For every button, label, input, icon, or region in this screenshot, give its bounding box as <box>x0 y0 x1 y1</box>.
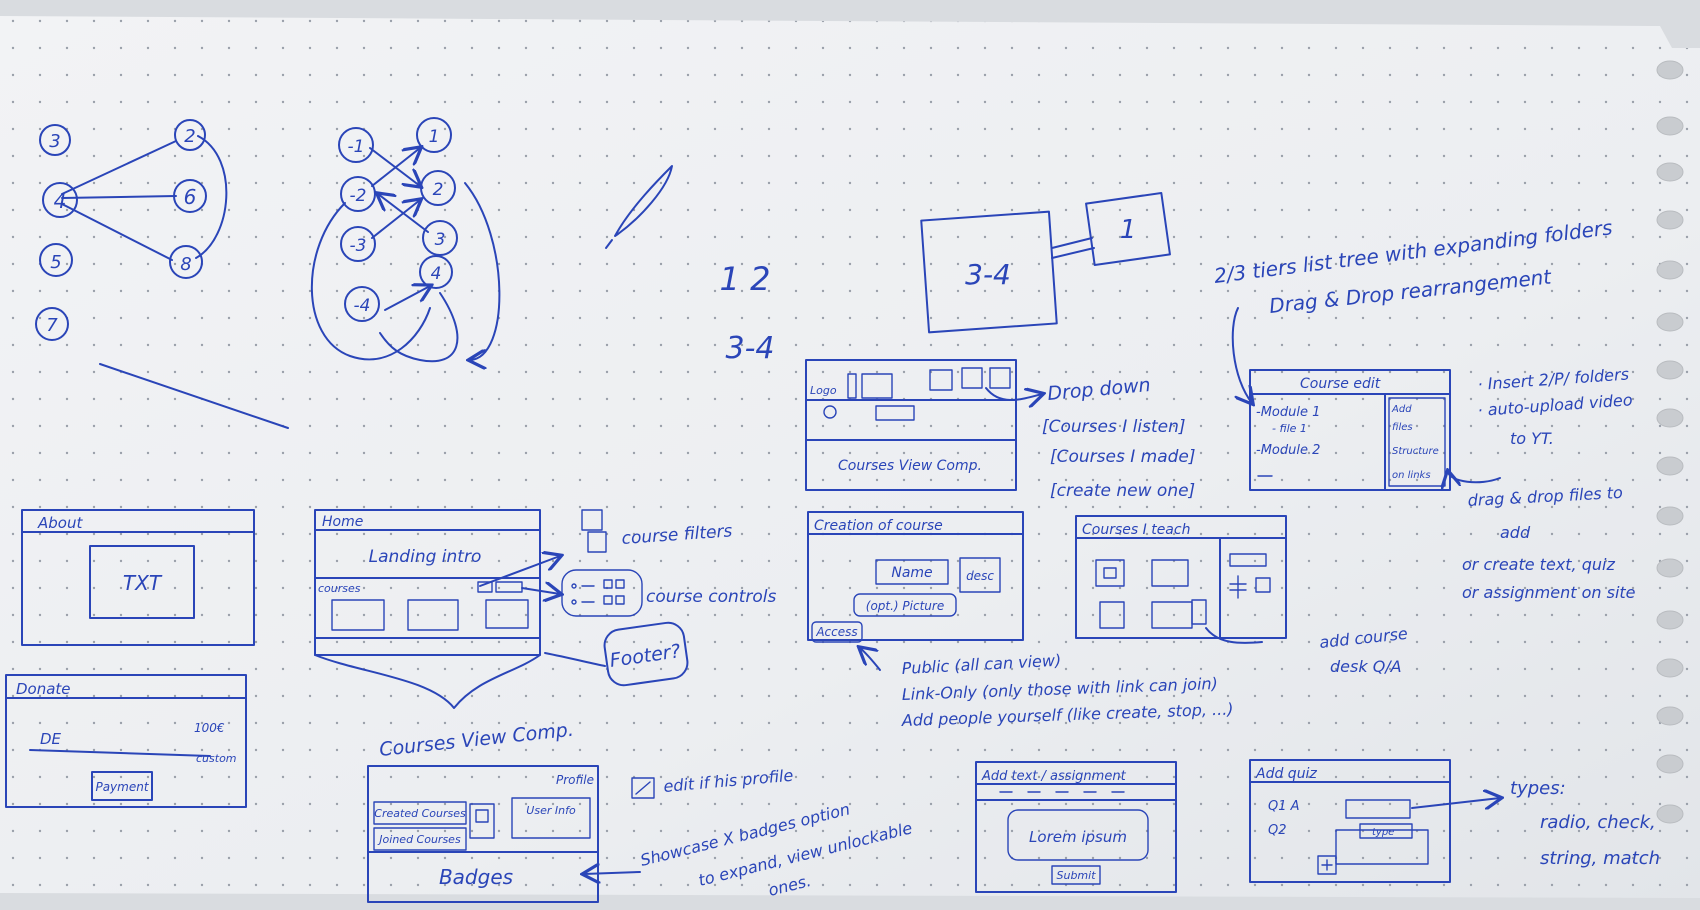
quiz-type-field: type <box>1372 827 1394 838</box>
courses-view-main-label: Courses View Comp. <box>838 458 982 474</box>
graph-a-node: 8 <box>180 254 191 275</box>
profile-user-info: User Info <box>526 804 576 817</box>
drag-note-line-3: or create text, quiz <box>1462 555 1615 574</box>
home-courses-label: courses <box>318 582 361 595</box>
graph-b-node: 1 <box>429 127 440 147</box>
creation-name-field: Name <box>891 565 932 581</box>
layout-top-label: 1 2 <box>720 260 771 298</box>
graph-a-node: 6 <box>184 185 197 209</box>
graph-b-node: 2 <box>433 180 444 200</box>
donate-wireframe: Donate DE 100€ custom Payment <box>5 674 247 808</box>
profile-title: Profile <box>556 773 594 787</box>
creation-access-field: Access <box>815 625 857 639</box>
add-text-wireframe: Add text / assignment Lorem ipsum Submit <box>975 761 1177 893</box>
about-wireframe: About TXT <box>21 509 255 646</box>
side-panel-text: files <box>1392 422 1413 433</box>
dropdown-option: [create new one] <box>1050 481 1195 501</box>
logo-label: Logo <box>810 384 837 397</box>
graph-b-node: -4 <box>354 296 371 316</box>
donate-payment-button: Payment <box>95 780 149 794</box>
layout-bottom-label: 3-4 <box>726 331 775 366</box>
grid-layout-sketch: 1 2 3-4 <box>720 260 775 366</box>
insert-note-line-3: to YT. <box>1510 429 1554 448</box>
home-title: Home <box>322 514 363 530</box>
creation-picture-field: (opt.) Picture <box>866 599 944 613</box>
add-quiz-title: Add quiz <box>1255 766 1317 782</box>
graph-a-node: 4 <box>54 189 67 213</box>
dropdown-notes: Drop down [Courses I listen] [Courses I … <box>1042 374 1196 501</box>
about-title: About <box>37 514 83 532</box>
quiz-types-line-2: string, match <box>1540 848 1660 869</box>
graph-a: 3 2 4 6 5 8 7 <box>35 119 289 429</box>
quiz-q2: Q2 <box>1268 823 1287 838</box>
donate-custom: custom <box>196 752 237 765</box>
drag-note-line-2: add <box>1500 523 1531 542</box>
courses-view-wireframe: Logo Courses View Comp. <box>805 359 1042 491</box>
course-edit-wireframe: Course edit -Module 1 - file 1 -Module 2… <box>1249 369 1451 491</box>
block-big-label: 3-4 <box>965 258 1011 291</box>
side-panel-text: Structure <box>1392 446 1439 457</box>
add-text-body: Lorem ipsum <box>1029 828 1127 846</box>
add-quiz-wireframe: Add quiz Q1 A Q2 type types: radio, chec… <box>1249 759 1660 883</box>
profile-created-courses: Created Courses <box>374 807 466 820</box>
add-text-submit: Submit <box>1056 869 1096 882</box>
dropdown-option: [Courses I made] <box>1050 447 1196 467</box>
creation-title: Creation of course <box>814 518 943 534</box>
donate-amount: 100€ <box>194 721 225 735</box>
desk-qa-note: desk Q/A <box>1330 657 1402 676</box>
graph-b-node: -1 <box>348 137 365 157</box>
home-wireframe: Home Landing intro courses <box>314 509 606 709</box>
side-panel-text: Add <box>1391 404 1412 415</box>
tree-file-1: - file 1 <box>1272 422 1307 435</box>
pen-doodle <box>605 165 673 249</box>
graph-a-node: 3 <box>49 131 60 152</box>
graph-b-node: -2 <box>350 186 367 206</box>
creation-desc-field: desc <box>966 569 994 583</box>
graph-a-node: 2 <box>184 126 195 147</box>
quiz-types-title: types: <box>1510 778 1566 799</box>
notebook-sketch: 3 2 4 6 5 8 7 -1 1 -2 2 -3 3 <box>0 16 1700 903</box>
drag-note-line-4: or assignment on site <box>1462 583 1636 602</box>
tree-module-1: -Module 1 <box>1256 405 1320 420</box>
block-diagram: 3-4 1 <box>920 192 1171 334</box>
dropdown-option: [Courses I listen] <box>1042 417 1186 437</box>
profile-badges: Badges <box>439 865 513 889</box>
course-edit-title: Course edit <box>1300 376 1381 392</box>
graph-a-node: 5 <box>50 252 61 273</box>
graph-b: -1 1 -2 2 -3 3 -4 4 <box>310 117 501 361</box>
spiral-holes <box>1656 60 1684 824</box>
side-panel-text: on links <box>1392 470 1431 481</box>
profile-joined-courses: Joined Courses <box>377 833 461 846</box>
graph-b-node: 3 <box>435 230 446 250</box>
tree-module-2: -Module 2 <box>1256 443 1320 458</box>
graph-a-node: 7 <box>46 315 58 336</box>
paper <box>0 16 1700 898</box>
course-controls-note: course controls <box>646 587 777 607</box>
graph-b-node: -3 <box>350 236 367 256</box>
donate-title: Donate <box>16 680 71 698</box>
divider-stroke <box>99 363 289 429</box>
courses-teach-title: Courses I teach <box>1082 522 1190 538</box>
home-landing: Landing intro <box>369 547 482 567</box>
about-text: TXT <box>123 571 163 595</box>
donate-field-label: DE <box>40 730 62 748</box>
quiz-q1: Q1 A <box>1268 799 1300 814</box>
quiz-types-line-1: radio, check, <box>1540 812 1656 833</box>
creation-wireframe: Creation of course Name desc (opt.) Pict… <box>807 511 1024 671</box>
add-text-title: Add text / assignment <box>981 769 1127 784</box>
block-small-label: 1 <box>1120 215 1137 245</box>
graph-b-node: 4 <box>431 264 442 284</box>
